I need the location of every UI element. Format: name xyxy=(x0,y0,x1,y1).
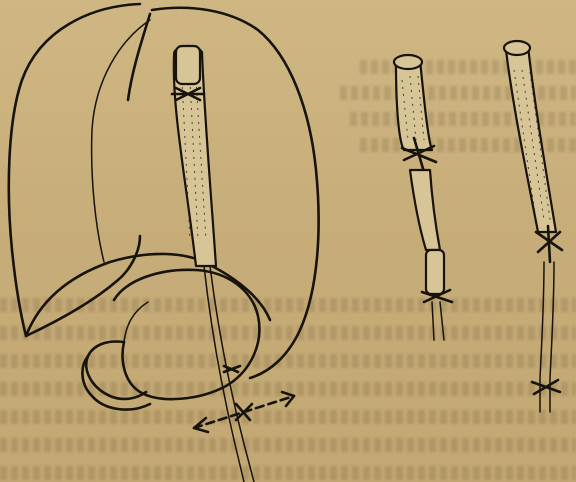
arrow-ligature xyxy=(236,404,252,420)
right-tube-opening xyxy=(504,41,530,55)
right-lower-ligature xyxy=(532,380,560,394)
middle-lower-tube xyxy=(410,170,440,250)
middle-panel xyxy=(394,55,452,340)
stomach-outline xyxy=(114,270,259,399)
right-panel xyxy=(504,41,562,412)
catheter-line-a xyxy=(204,266,244,482)
right-graft-tube xyxy=(506,46,556,232)
left-tube-top xyxy=(176,46,200,84)
middle-catheter-a xyxy=(432,302,434,340)
traction-arrow xyxy=(194,392,294,432)
left-lung-outline xyxy=(9,4,140,336)
stomach-lesser-curve xyxy=(124,302,148,342)
left-lung-fold xyxy=(92,20,150,262)
middle-graft-tube xyxy=(396,60,432,150)
lower-lobe-outline xyxy=(26,254,270,336)
lung-hilum-line xyxy=(128,14,150,100)
middle-catheter-b xyxy=(440,302,444,340)
middle-cuff xyxy=(426,250,444,294)
catheter-line-b xyxy=(210,266,254,482)
left-panel xyxy=(9,4,319,482)
middle-tube-opening xyxy=(394,55,422,69)
